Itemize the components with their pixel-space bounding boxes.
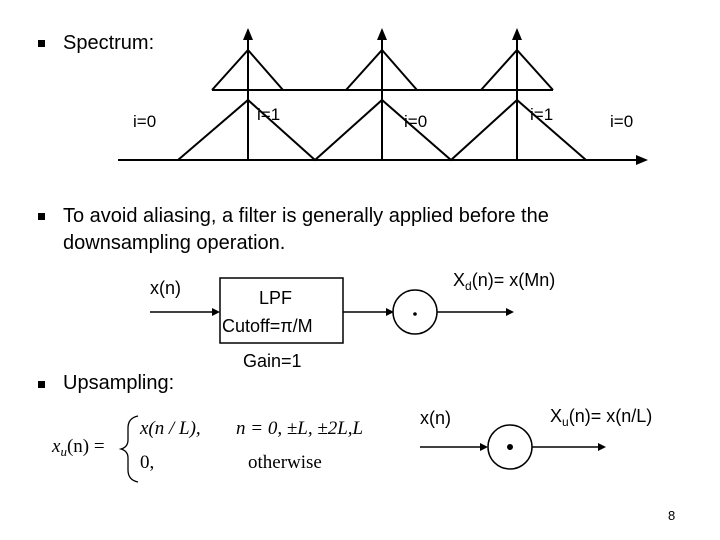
impulse-2-arrow-icon — [377, 28, 387, 40]
upper-triangle-mid — [345, 48, 418, 91]
equation-case2-cond: otherwise — [248, 452, 322, 473]
upper-triangle-left — [211, 48, 284, 91]
equation-lhs: xu(n) = — [52, 436, 105, 459]
bullet-spectrum — [38, 40, 45, 47]
impulse-1-arrow-icon — [243, 28, 253, 40]
down-mid-arrow-icon — [386, 308, 394, 316]
equation-brace — [118, 415, 139, 483]
equation-case2-expr: 0, — [140, 452, 155, 473]
lpf-box — [219, 277, 344, 344]
up-output-arrow-icon — [598, 443, 606, 451]
lpf-label: LPF — [259, 288, 293, 308]
bullet-upsampling — [38, 381, 45, 388]
lpf-gain: Gain=1 — [243, 351, 302, 371]
up-input-label: x(n) — [420, 408, 451, 428]
down-input-arrow-icon — [212, 308, 220, 316]
impulse-3-arrow-icon — [512, 28, 522, 40]
page-number: 8 — [668, 508, 676, 523]
downsampler-circle — [392, 289, 438, 335]
upper-triangle-right — [480, 48, 554, 91]
label-i0-mid: i=0 — [404, 112, 428, 131]
label-i1-right: i=1 — [530, 105, 554, 124]
lpf-cutoff: Cutoff=π/M — [222, 316, 313, 336]
up-input-arrow-icon — [480, 443, 488, 451]
upsampler-dot — [507, 444, 513, 450]
label-i1-left: i=1 — [257, 105, 281, 124]
downsampler-dot — [413, 312, 417, 316]
aliasing-text-line2: downsampling operation. — [63, 232, 286, 254]
down-output-label: Xd(n)= x(Mn) — [453, 270, 556, 293]
spectrum-heading: Spectrum: — [63, 32, 155, 54]
bullet-aliasing — [38, 213, 45, 220]
aliasing-text-line1: To avoid aliasing, a filter is generally… — [63, 205, 549, 227]
label-i0-left: i=0 — [133, 112, 157, 131]
baseline-arrow-icon — [636, 155, 648, 165]
upsampling-heading: Upsampling: — [63, 372, 175, 394]
equation-case1-cond: n = 0, ±L, ±2L,L — [236, 418, 364, 439]
equation-case1-expr: x(n / L), — [140, 418, 201, 439]
label-i0-right: i=0 — [610, 112, 634, 131]
down-input-label: x(n) — [150, 278, 181, 298]
down-output-arrow-icon — [506, 308, 514, 316]
up-output-label: Xu(n)= x(n/L) — [550, 406, 653, 429]
